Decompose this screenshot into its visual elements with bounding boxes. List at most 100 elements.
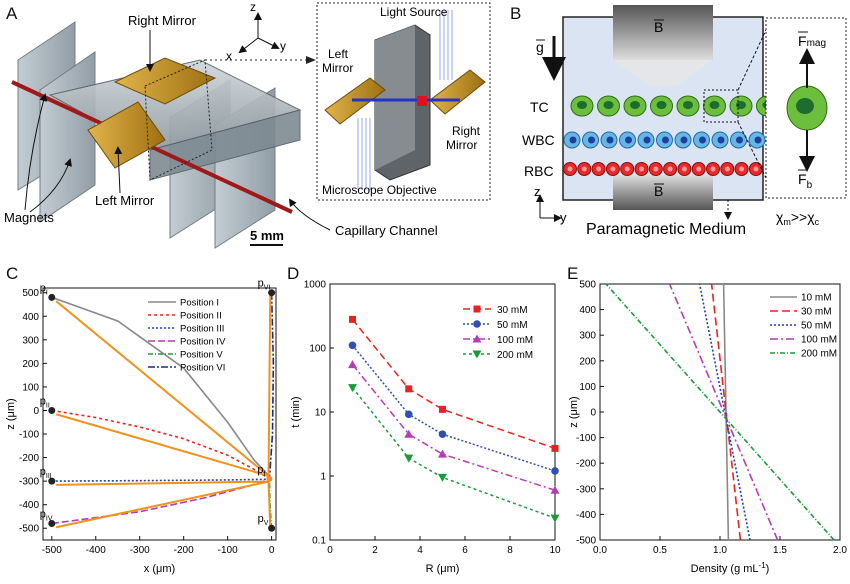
data-point bbox=[439, 405, 446, 413]
data-point bbox=[438, 430, 447, 438]
data-point bbox=[473, 305, 481, 313]
series-line bbox=[698, 283, 751, 541]
bottom-magnet bbox=[613, 175, 713, 210]
start-point bbox=[268, 289, 276, 297]
svg-text:Mirror: Mirror bbox=[322, 61, 353, 75]
tc-nucleus bbox=[656, 101, 667, 109]
data-point bbox=[472, 350, 482, 359]
point-label: pII bbox=[40, 395, 50, 409]
magnets-label: Magnets bbox=[4, 210, 54, 225]
rbc-label: RBC bbox=[524, 163, 554, 179]
series-line bbox=[51, 478, 270, 525]
rbc-center bbox=[653, 166, 659, 172]
start-point bbox=[48, 406, 56, 414]
tc-nucleus bbox=[736, 101, 746, 109]
trajectory-arrow bbox=[55, 480, 269, 529]
x-tick-label: 8 bbox=[507, 545, 513, 556]
svg-text:x: x bbox=[226, 49, 232, 63]
y-tick-label: 500 bbox=[22, 288, 39, 299]
y-tick-label: -200 bbox=[576, 459, 596, 470]
wbc-label: WBC bbox=[522, 132, 555, 148]
tc-cells bbox=[570, 95, 779, 117]
series-line bbox=[605, 283, 835, 541]
point-label: pIII bbox=[40, 466, 52, 480]
rbc-center bbox=[639, 166, 644, 172]
x-tick-label: -400 bbox=[86, 545, 106, 556]
data-point bbox=[550, 485, 560, 494]
svg-text:z: z bbox=[534, 184, 541, 199]
left-mirror-label: Left Mirror bbox=[95, 193, 155, 208]
panel-a: A Right Mirror Left Mirror Ma bbox=[0, 0, 510, 265]
x-tick-label: 4 bbox=[417, 545, 423, 556]
y-tick-label: -400 bbox=[19, 500, 39, 511]
legend-label: 100 mM bbox=[497, 335, 533, 346]
series-line bbox=[51, 478, 270, 482]
wbc-nucleus bbox=[717, 136, 725, 144]
top-magnet bbox=[613, 5, 713, 60]
legend-label: 50 mM bbox=[801, 321, 832, 332]
rbc-cells bbox=[563, 162, 763, 176]
f-b-label: Fb bbox=[798, 171, 813, 191]
legend-label: Position VI bbox=[180, 363, 225, 374]
rbc-center bbox=[667, 166, 673, 172]
x-tick-label: 0.5 bbox=[653, 545, 667, 556]
y-tick-label: 500 bbox=[579, 280, 596, 291]
series-line bbox=[722, 283, 730, 541]
y-tick-label: 100 bbox=[579, 382, 596, 393]
point-label: pV bbox=[258, 513, 269, 527]
y-axis-label: z (μm) bbox=[5, 398, 17, 429]
start-point bbox=[48, 293, 56, 301]
point-label: pI bbox=[40, 282, 48, 296]
trajectory-arrow bbox=[55, 413, 269, 477]
legend-label: 10 mM bbox=[801, 293, 832, 304]
rbc-center bbox=[581, 166, 587, 172]
trajectory-arrow bbox=[55, 300, 270, 477]
legend-label: 30 mM bbox=[497, 305, 528, 316]
tc-nucleus bbox=[709, 101, 720, 109]
tc-nucleus bbox=[577, 101, 587, 109]
wbc-nucleus bbox=[643, 136, 651, 144]
y-tick-label: 10 bbox=[315, 408, 327, 419]
y-tick-label: 0 bbox=[590, 408, 596, 419]
data-point bbox=[438, 449, 447, 458]
scale-bar-label: 5 mm bbox=[250, 228, 284, 243]
wbc-cells bbox=[563, 131, 766, 149]
y-tick-label: 300 bbox=[22, 335, 39, 346]
x-tick-label: 2 bbox=[372, 545, 378, 556]
rbc-center bbox=[739, 166, 745, 172]
wbc-nucleus bbox=[588, 136, 595, 144]
legend-label: Position III bbox=[180, 324, 224, 335]
f-mag-label: Fmag bbox=[798, 33, 826, 49]
series-line bbox=[351, 364, 556, 491]
y-tick-label: 200 bbox=[22, 359, 39, 370]
y-tick-label: -400 bbox=[576, 510, 596, 521]
x-tick-label: 1.0 bbox=[713, 545, 727, 556]
y-tick-label: 1 bbox=[320, 472, 326, 483]
svg-text:z: z bbox=[250, 0, 256, 14]
x-tick-label: 0.0 bbox=[593, 545, 607, 556]
gravity-label: g bbox=[536, 39, 544, 55]
y-tick-label: 400 bbox=[579, 305, 596, 316]
legend-label: 50 mM bbox=[497, 320, 528, 331]
series-line bbox=[351, 318, 556, 450]
wbc-nucleus bbox=[569, 136, 577, 144]
y-tick-label: -500 bbox=[576, 536, 596, 547]
y-tick-label: 400 bbox=[22, 312, 39, 323]
device-illustration: Right Mirror Left Mirror Magnets Capilla… bbox=[4, 0, 491, 249]
panel-b-letter: B bbox=[510, 4, 522, 23]
point-label: pVI bbox=[258, 278, 271, 292]
y-tick-label: -100 bbox=[19, 430, 39, 441]
wbc-nucleus bbox=[680, 136, 688, 144]
y-tick-label: 200 bbox=[579, 356, 596, 367]
y-tick-label: 100 bbox=[22, 382, 39, 393]
legend-label: Position IV bbox=[180, 337, 226, 348]
svg-text:Right: Right bbox=[452, 124, 481, 138]
rbc-center bbox=[596, 166, 602, 172]
